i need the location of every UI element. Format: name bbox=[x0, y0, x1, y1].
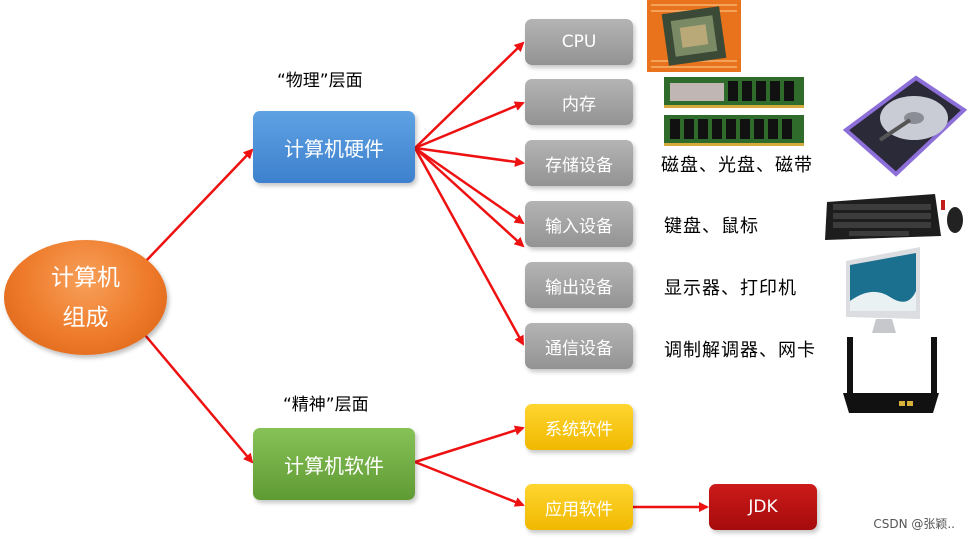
watermark: CSDN @张颖.. bbox=[873, 517, 955, 531]
arrow-hw-input-2 bbox=[414, 147, 525, 248]
root-node: 计算机 组成 bbox=[4, 240, 167, 355]
arrow-root-to-software bbox=[144, 334, 254, 464]
application-software-node: 应用软件 bbox=[525, 484, 633, 530]
cpu-chip-image bbox=[647, 0, 741, 72]
memory-sticks-image bbox=[664, 77, 804, 146]
storage-desc: 磁盘、光盘、磁带 bbox=[661, 155, 813, 176]
jdk-node: JDK bbox=[709, 484, 817, 530]
output-desc: 显示器、打印机 bbox=[664, 278, 797, 299]
software-layer-caption: “精神”层面 bbox=[283, 395, 369, 415]
arrow-root-to-hardware bbox=[144, 148, 254, 263]
arrow-hw-cpu bbox=[414, 41, 525, 149]
communication-desc: 调制解调器、网卡 bbox=[664, 340, 816, 361]
root-label-line1: 计算机 bbox=[51, 264, 120, 291]
arrow-sw-app bbox=[414, 460, 525, 507]
arrow-hw-storage bbox=[414, 146, 525, 167]
arrow-hw-memory bbox=[414, 101, 525, 150]
router-image bbox=[843, 337, 939, 413]
output-node: 输出设备 bbox=[525, 262, 633, 308]
hard-disk-image bbox=[842, 75, 967, 177]
keyboard-mouse-image bbox=[825, 194, 963, 240]
root-label-line2: 组成 bbox=[62, 304, 109, 331]
input-desc: 键盘、鼠标 bbox=[664, 216, 759, 237]
storage-node: 存储设备 bbox=[525, 140, 633, 186]
hardware-layer-caption: “物理”层面 bbox=[277, 71, 363, 91]
arrow-hw-input bbox=[414, 146, 525, 225]
arrow-sw-system bbox=[414, 425, 525, 464]
software-node: 计算机软件 bbox=[253, 428, 415, 500]
input-node: 输入设备 bbox=[525, 201, 633, 247]
system-software-node: 系统软件 bbox=[525, 404, 633, 450]
arrow-hw-comm bbox=[413, 147, 525, 346]
hardware-node: 计算机硬件 bbox=[253, 111, 415, 183]
memory-node: 内存 bbox=[525, 79, 633, 125]
communication-node: 通信设备 bbox=[525, 323, 633, 369]
cpu-node: CPU bbox=[525, 19, 633, 65]
monitor-image bbox=[846, 247, 920, 333]
